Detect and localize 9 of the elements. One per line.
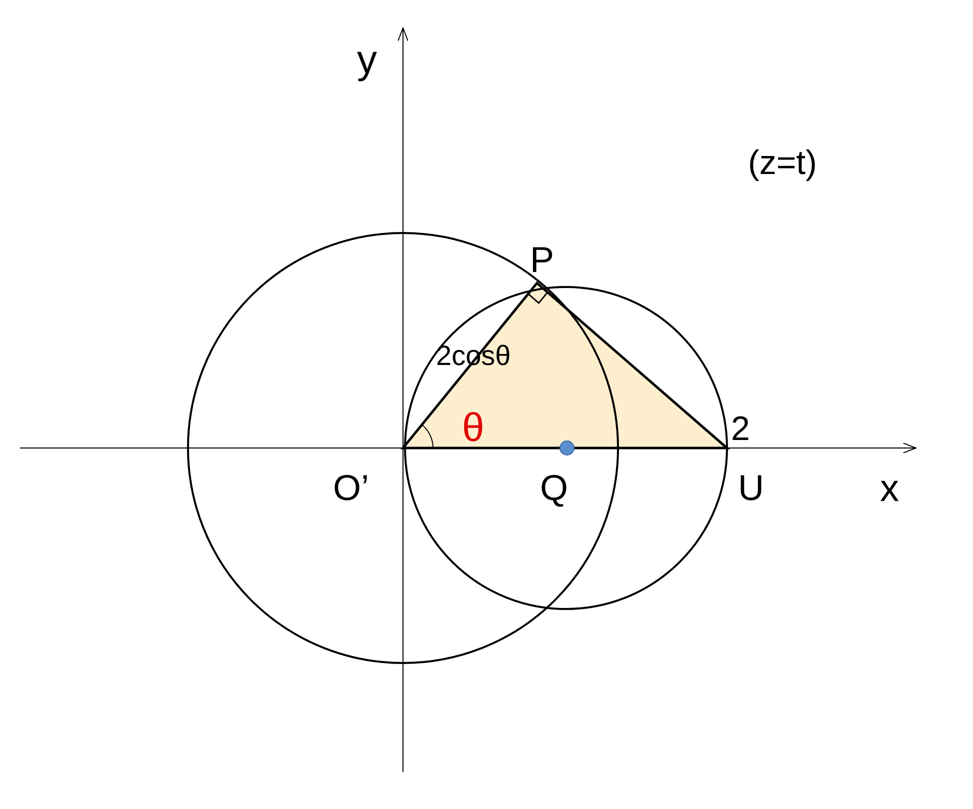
point-label: O’ xyxy=(333,470,369,506)
axis-label: y xyxy=(357,40,377,80)
axis-label: x xyxy=(880,470,899,508)
point-label: Q xyxy=(540,470,568,506)
point-label: P xyxy=(530,242,554,278)
length-label: 2 xyxy=(731,412,750,446)
point-label: U xyxy=(738,470,764,506)
plane-label: (z=t) xyxy=(748,146,817,180)
angle-label: θ xyxy=(462,408,484,448)
